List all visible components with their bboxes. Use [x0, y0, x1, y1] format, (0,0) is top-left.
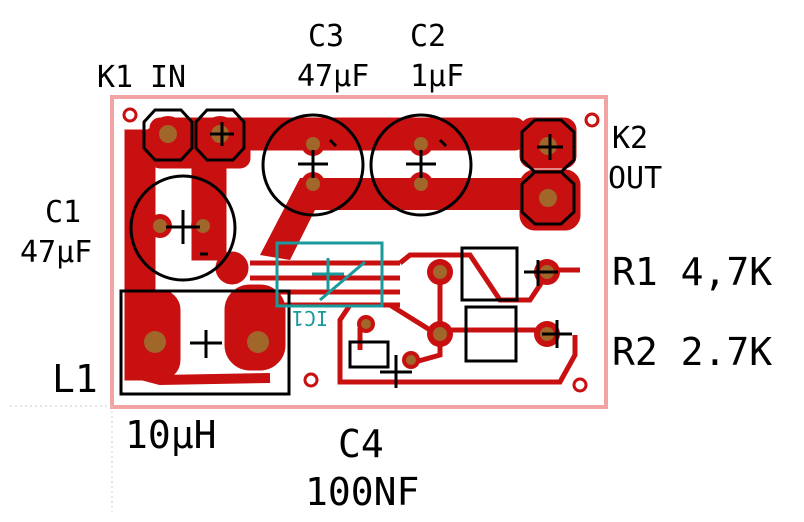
c3-outline: [261, 113, 365, 217]
label-l1: L1: [52, 357, 98, 401]
label-c2-value: 1µF: [410, 59, 464, 94]
k2-outline-2: [520, 170, 576, 226]
label-k2: K2: [612, 121, 648, 156]
label-l1-value: 10µH: [125, 413, 217, 457]
label-c1-value: 47µF: [20, 235, 92, 270]
c2-outline: [369, 113, 473, 217]
label-r2: R2 2.7K: [612, 330, 772, 374]
polarity-marks: [166, 122, 572, 388]
label-c3-value: 47µF: [297, 59, 369, 94]
mounting-holes: [122, 107, 600, 393]
ic1-outline: [275, 241, 384, 308]
label-c1: C1: [45, 195, 81, 230]
r1-outline: [460, 246, 519, 302]
label-r1: R1 4,7K: [612, 250, 772, 294]
k1-outline-1: [142, 108, 194, 162]
label-k2-out: OUT: [608, 161, 662, 196]
r2-outline: [464, 305, 518, 363]
label-k1-in: IN: [150, 60, 186, 95]
k1-outline-2: [194, 108, 246, 162]
label-c2: C2: [410, 19, 446, 54]
label-k1: K1: [97, 60, 133, 95]
c1-outline: [129, 174, 237, 282]
l1-outline: [119, 289, 291, 396]
label-c4: C4: [338, 422, 384, 466]
label-ic1: IC1: [292, 306, 328, 330]
silkscreen-layer: [119, 108, 576, 396]
label-c3: C3: [308, 19, 344, 54]
copper-layer: [124, 117, 581, 386]
label-c4-value: 100NF: [305, 470, 419, 514]
c4-outline: [348, 340, 390, 369]
